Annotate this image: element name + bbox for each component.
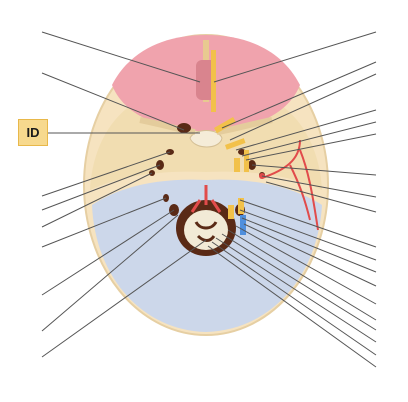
leader-lines-right — [207, 31, 377, 368]
superior-orbital-fissure-left — [177, 123, 191, 133]
olfactory-nerve — [211, 50, 216, 112]
basilar-artery — [190, 185, 222, 213]
cranial-nerves-right — [214, 117, 249, 219]
id-label-badge[interactable]: ID — [18, 119, 48, 146]
sigmoid-sinus-vein — [240, 215, 246, 235]
foramen-magnum — [176, 200, 236, 256]
sella-turcica — [189, 130, 223, 148]
leader-lines-left — [41, 31, 207, 358]
middle-meningeal-artery — [261, 139, 319, 231]
lesser-wing-left — [139, 117, 196, 135]
lesser-wing-right — [216, 117, 273, 135]
